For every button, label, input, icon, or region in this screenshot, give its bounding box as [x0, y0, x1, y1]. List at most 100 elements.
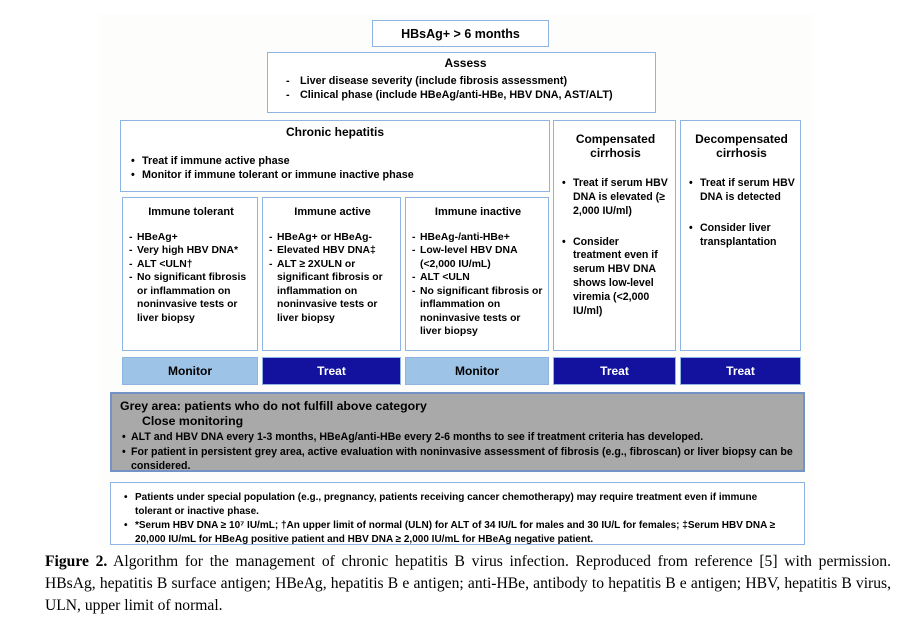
- list-item: -Low-level HBV DNA (<2,000 IU/mL): [412, 244, 544, 271]
- immune-tolerant-title: Immune tolerant: [148, 206, 234, 218]
- list-item: • ALT and HBV DNA every 1-3 months, HBeAg…: [120, 430, 795, 444]
- list-marker: -: [286, 74, 290, 87]
- grey-area-box: Grey area: patients who do not fulfill a…: [110, 392, 805, 472]
- decompensated-cirrhosis-list: • Treat if serum HBV DNA is detected • Cons…: [688, 177, 795, 250]
- list-marker: -: [269, 245, 273, 257]
- list-marker: -: [412, 272, 416, 284]
- list-item-text: Treat if serum HBV DNA is detected: [700, 176, 795, 203]
- hbsag-box-label: HBsAg+ > 6 months: [401, 26, 520, 41]
- assess-box: Assess -Liver disease severity (include …: [267, 52, 656, 113]
- grey-area-title: Grey area: patients who do not fulfill a…: [120, 399, 427, 413]
- list-item-text: ALT <ULN: [420, 272, 470, 284]
- list-item-text: Very high HBV DNA*: [137, 245, 239, 257]
- list-item: -No significant fibrosis or inflammation…: [129, 271, 253, 325]
- list-item-text: For patient in persistent grey area, act…: [131, 445, 793, 472]
- list-marker: -: [412, 231, 416, 243]
- assess-title: Assess: [444, 56, 487, 70]
- list-item-text: ALT and HBV DNA every 1-3 months, HBeAg/…: [131, 431, 704, 444]
- immune-tolerant-list: -HBeAg+-Very high HBV DNA*-ALT <ULN†-No …: [129, 231, 253, 326]
- list-item: -Very high HBV DNA*: [129, 244, 253, 258]
- list-item-text: HBeAg+ or HBeAg-: [277, 231, 372, 243]
- list-marker: -: [412, 285, 416, 297]
- list-item: • Treat if immune active phase: [129, 154, 541, 169]
- immune-inactive-list: -HBeAg-/anti-HBe+-Low-level HBV DNA (<2,…: [412, 231, 544, 339]
- action-treat-decompensated: Treat: [680, 357, 801, 385]
- list-marker: •: [124, 492, 128, 503]
- list-item-text: Monitor if immune tolerant or immune ina…: [142, 169, 414, 182]
- list-marker: -: [129, 231, 133, 243]
- figure-caption: Figure 2. Algorithm for the management o…: [45, 551, 891, 617]
- assess-list: -Liver disease severity (include fibrosi…: [286, 74, 645, 103]
- figure-algorithm: HBsAg+ > 6 months Assess -Liver disease …: [100, 14, 812, 548]
- chronic-hepatitis-list: • Treat if immune active phase • Monitor if…: [129, 154, 541, 183]
- list-item-text: Consider treatment even if serum HBV DNA…: [573, 235, 658, 318]
- list-marker: •: [562, 235, 566, 248]
- list-item: -Elevated HBV DNA‡: [269, 244, 396, 258]
- compensated-cirrhosis-box: Compensated cirrhosis • Treat if serum HB…: [553, 120, 676, 351]
- immune-inactive-box: Immune inactive -HBeAg-/anti-HBe+-Low-le…: [405, 197, 549, 351]
- chronic-hepatitis-box: Chronic hepatitis • Treat if immune activ…: [120, 120, 550, 192]
- list-marker: -: [129, 272, 133, 284]
- immune-tolerant-box: Immune tolerant -HBeAg+-Very high HBV DN…: [122, 197, 258, 351]
- list-marker: -: [269, 231, 273, 243]
- list-item: •Treat if serum HBV DNA is elevated (≥ 2…: [561, 177, 670, 219]
- list-item-text: No significant fibrosis or inflammation …: [420, 285, 543, 338]
- list-item: -ALT <ULN†: [129, 258, 253, 272]
- list-marker: •: [131, 154, 135, 167]
- immune-active-box: Immune active -HBeAg+ or HBeAg--Elevated…: [262, 197, 401, 351]
- list-item: • Treat if serum HBV DNA is detected: [688, 177, 795, 205]
- list-marker: -: [129, 245, 133, 257]
- list-item: -HBeAg+: [129, 231, 253, 245]
- hbsag-box: HBsAg+ > 6 months: [372, 20, 549, 47]
- list-item: • *Serum HBV DNA ≥ 10⁷ IU/mL; †An upper l…: [123, 519, 794, 547]
- decompensated-cirrhosis-box: Decompensated cirrhosis • Treat if serum …: [680, 120, 801, 351]
- list-marker: •: [124, 520, 128, 531]
- list-item: -No significant fibrosis or inflammation…: [412, 285, 544, 339]
- list-item-text: HBeAg-/anti-HBe+: [420, 231, 510, 243]
- list-item-text: Elevated HBV DNA‡: [277, 245, 376, 257]
- list-marker: -: [286, 89, 290, 102]
- list-item: -Clinical phase (include HBeAg/anti-HBe,…: [286, 88, 645, 102]
- list-item: -HBeAg+ or HBeAg-: [269, 231, 396, 245]
- list-marker: •: [131, 169, 135, 182]
- footnote-list: •Patients under special population (e.g.…: [123, 491, 794, 547]
- decompensated-cirrhosis-title: Decompensated cirrhosis: [695, 132, 788, 160]
- list-marker: •: [122, 445, 126, 458]
- action-monitor-tolerant: Monitor: [122, 357, 258, 385]
- list-item-text: Treat if immune active phase: [142, 154, 290, 167]
- list-item-text: Low-level HBV DNA (<2,000 IU/mL): [420, 245, 518, 270]
- compensated-cirrhosis-list: • Treat if serum HBV DNA is elevated (≥ 2…: [561, 177, 670, 320]
- footnote-box: •Patients under special population (e.g.…: [110, 482, 805, 545]
- chronic-hepatitis-title: Chronic hepatitis: [285, 125, 384, 139]
- list-marker: •: [689, 221, 693, 234]
- immune-active-list: -HBeAg+ or HBeAg--Elevated HBV DNA‡-ALT …: [269, 231, 396, 326]
- list-item: •Patients under special population (e.g.…: [123, 491, 794, 519]
- list-item-text: Liver disease severity (include fibrosis…: [300, 74, 568, 87]
- list-marker: -: [412, 245, 416, 257]
- list-item: -HBeAg-/anti-HBe+: [412, 231, 544, 245]
- list-item-text: Consider liver transplantation: [700, 221, 777, 248]
- list-item-text: ALT <ULN†: [137, 258, 193, 270]
- list-item: -Liver disease severity (include fibrosi…: [286, 74, 645, 88]
- list-item-text: HBeAg+: [137, 231, 178, 243]
- grey-area-subtitle: Close monitoring: [142, 414, 244, 429]
- figure-caption-text: Algorithm for the management of chronic …: [45, 553, 891, 615]
- list-marker: •: [122, 431, 126, 444]
- action-monitor-inactive: Monitor: [405, 357, 549, 385]
- list-item-text: No significant fibrosis or inflammation …: [137, 272, 247, 324]
- action-treat-compensated: Treat: [553, 357, 676, 385]
- list-item-text: Treat if serum HBV DNA is elevated (≥ 2,…: [573, 176, 668, 217]
- immune-inactive-title: Immune inactive: [434, 206, 522, 218]
- compensated-cirrhosis-title: Compensated cirrhosis: [575, 132, 656, 160]
- list-item-text: Clinical phase (include HBeAg/anti-HBe, …: [300, 89, 613, 102]
- list-marker: -: [129, 258, 133, 270]
- list-item-text: *Serum HBV DNA ≥ 10⁷ IU/mL; †An upper li…: [135, 520, 776, 545]
- figure-caption-label: Figure 2.: [45, 553, 108, 570]
- list-item: • Consider liver transplantation: [688, 222, 795, 250]
- list-item: -ALT ≥ 2XULN or significant fibrosis or …: [269, 258, 396, 326]
- list-marker: •: [689, 176, 693, 189]
- list-item-text: ALT ≥ 2XULN or significant fibrosis or i…: [277, 258, 383, 324]
- action-treat-active: Treat: [262, 357, 401, 385]
- list-item: • Monitor if immune tolerant or immune in…: [129, 168, 541, 183]
